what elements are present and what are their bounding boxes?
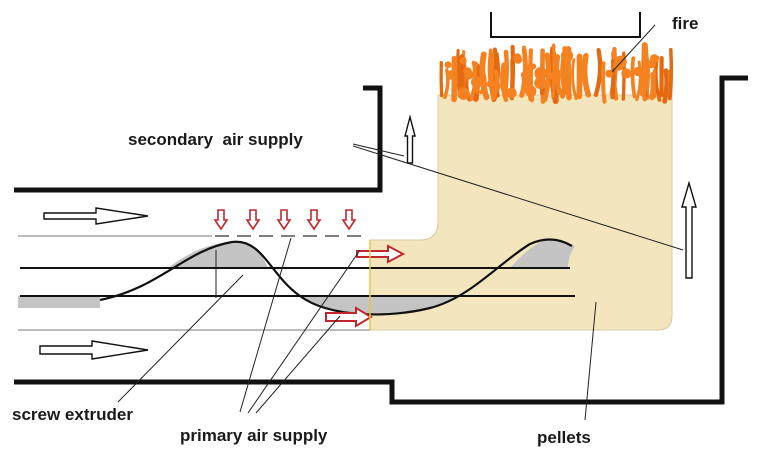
flame-stroke: [585, 56, 589, 95]
primary-air-down-arrows: [215, 210, 355, 229]
flame-blob: [534, 77, 546, 89]
flame-blob: [530, 63, 536, 69]
flame-blob: [647, 60, 655, 68]
flame-blob: [457, 87, 469, 99]
flame-blob: [638, 77, 647, 86]
flame-blob: [621, 68, 631, 78]
flame-stroke: [665, 71, 667, 101]
flame-blob: [471, 76, 483, 88]
airflow-right-arrow: [44, 208, 148, 224]
flame-blob: [605, 70, 613, 78]
flame-stroke: [603, 63, 604, 101]
flame-blob: [464, 70, 473, 79]
flame-stroke: [654, 71, 655, 97]
flame-stroke: [632, 58, 634, 96]
flame-stroke: [572, 60, 576, 99]
flame-stroke: [596, 50, 600, 95]
down-arrow-icon: [247, 210, 259, 229]
flame-stroke: [643, 45, 646, 94]
secondary-air-up-arrow: [405, 117, 415, 163]
fire-flames: [441, 45, 671, 102]
flame-blob: [633, 67, 642, 76]
airflow-right-arrow: [40, 341, 148, 359]
flame-stroke: [505, 52, 507, 95]
flame-blob: [460, 57, 467, 64]
down-arrow-icon: [308, 210, 320, 229]
fire-bracket: [491, 12, 640, 37]
down-arrow-icon: [343, 210, 355, 229]
fire-label: fire: [672, 15, 698, 32]
flame-blob: [444, 61, 451, 68]
pellet-bed: [370, 95, 672, 330]
flame-stroke: [553, 45, 554, 96]
flame-stroke: [670, 50, 672, 99]
pellets-label: pellets: [537, 429, 591, 446]
flame-blob: [486, 81, 493, 88]
flame-blob: [514, 55, 523, 64]
flame-blob: [525, 85, 537, 97]
flame-blob: [447, 70, 457, 80]
secondary-air-supply-label: secondary air supply: [128, 131, 303, 148]
primary-air-supply-label: primary air supply: [180, 427, 327, 444]
flame-stroke: [522, 74, 525, 95]
flame-stroke: [441, 63, 442, 96]
screw-flight: [18, 296, 100, 308]
screw-extruder-label: screw extruder: [12, 406, 133, 423]
secondary-air-up-arrow: [682, 183, 696, 278]
flame-stroke: [656, 57, 660, 100]
flame-blob: [506, 88, 517, 99]
flame-blob: [561, 50, 573, 62]
down-arrow-icon: [278, 210, 290, 229]
down-arrow-icon: [215, 210, 227, 229]
flame-blob: [550, 71, 560, 81]
